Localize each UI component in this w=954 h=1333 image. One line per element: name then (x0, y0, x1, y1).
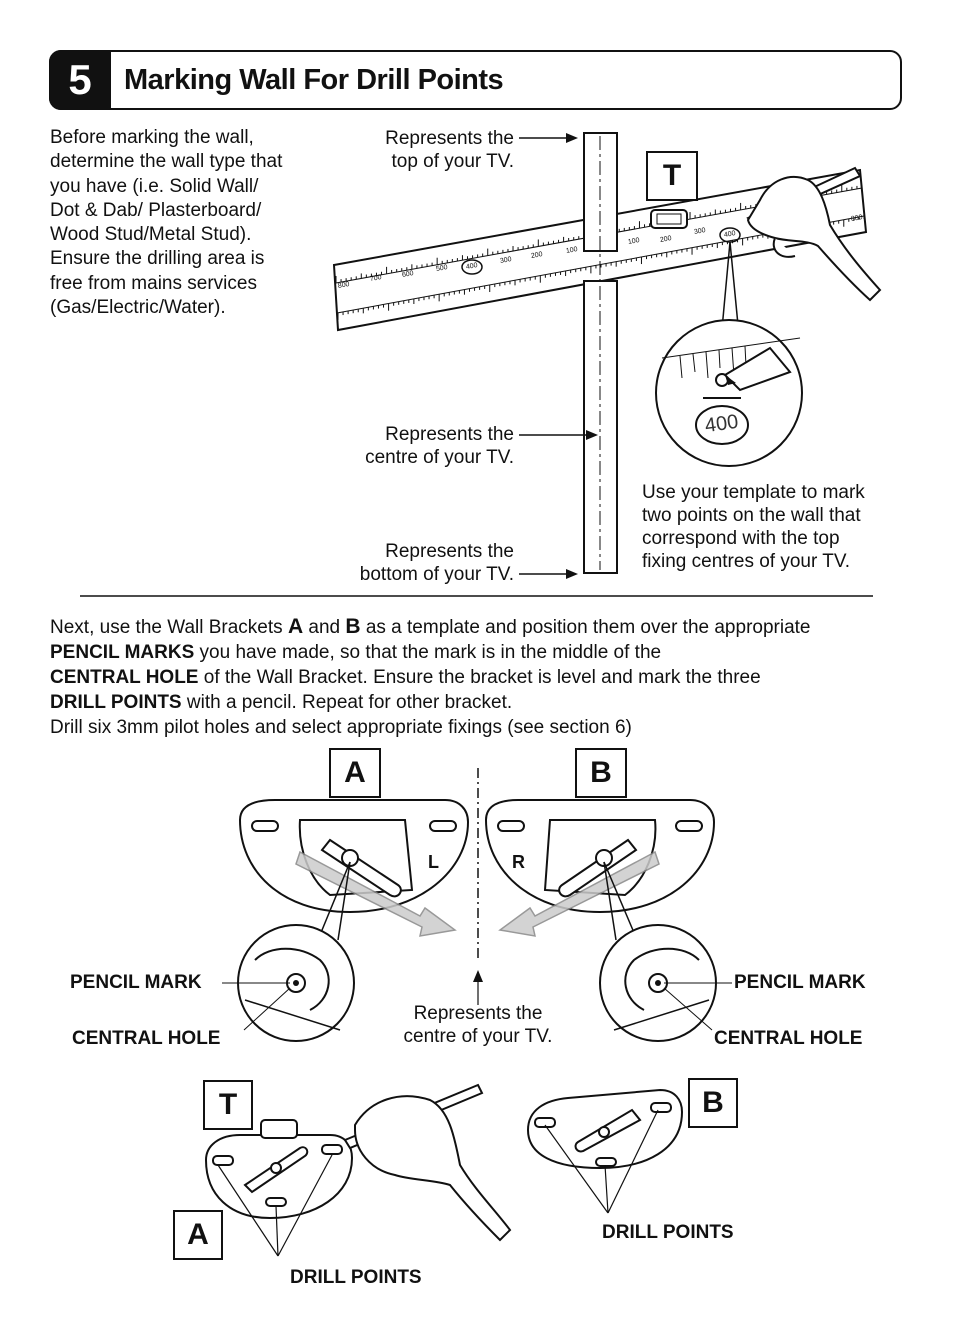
intro-line: Dot & Dab/ Plasterboard/ (50, 199, 262, 221)
label-line: centre of your TV. (403, 1026, 553, 1047)
page-title: Marking Wall For Drill Points (124, 64, 504, 96)
instr-text: Next, use the Wall Brackets (50, 617, 288, 638)
label-pencil-mark-left: PENCIL MARK (70, 972, 202, 993)
instr-text: and (303, 617, 346, 638)
vertical-strip (583, 132, 618, 574)
intro-line: Wood Stud/Metal Stud). (50, 224, 252, 246)
bracket-letter-l: L (428, 852, 439, 872)
box-a-bottom: A (173, 1210, 223, 1260)
instructions-paragraph: Next, use the Wall Brackets A and B as a… (50, 614, 930, 740)
label-drill-points-left: DRILL POINTS (290, 1267, 422, 1288)
intro-line: (Gas/Electric/Water). (50, 297, 226, 319)
label-drill-points-right: DRILL POINTS (602, 1222, 734, 1243)
bottom-bracket-a-icon (204, 1119, 354, 1220)
label-line: centre of your TV. (365, 447, 514, 468)
pencil-tip-icon (723, 346, 792, 392)
label-line: Represents the (385, 541, 514, 562)
label-line: Represents the (413, 1003, 543, 1024)
instr-bold: CENTRAL HOLE (50, 667, 199, 688)
note-line: correspond with the top (642, 528, 840, 549)
instr-line: Next, use the Wall Brackets A and B as a… (50, 614, 930, 640)
intro-paragraph: Before marking the wall, determine the w… (50, 126, 330, 320)
arrow-left (295, 850, 457, 937)
label-line: Represents the (385, 424, 514, 445)
box-a: A (329, 748, 381, 798)
label-bottom-tv: Represents the bottom of your TV. (330, 540, 514, 586)
arrow-right (498, 850, 660, 937)
label-central-hole-left: CENTRAL HOLE (72, 1028, 221, 1049)
box-b: B (575, 748, 627, 798)
intro-line: Ensure the drilling area is (50, 248, 265, 270)
bottom-hand-pencil-icon (343, 1083, 512, 1242)
template-note: Use your template to mark two points on … (642, 481, 922, 573)
label-top-tv: Represents the top of your TV. (330, 127, 514, 173)
instr-bold: A (287, 615, 304, 638)
instr-line: DRILL POINTS with a pencil. Repeat for o… (50, 690, 930, 715)
bracket-a-icon (238, 799, 470, 914)
label-centre-tv-bottom: Represents the centre of your TV. (378, 1002, 578, 1048)
intro-line: determine the wall type that (50, 151, 283, 173)
label-central-hole-right: CENTRAL HOLE (714, 1028, 863, 1049)
intro-line: free from mains services (50, 272, 257, 294)
intro-line: Before marking the wall, (50, 127, 254, 148)
box-t-top: T (646, 151, 698, 201)
label-pencil-mark-right: PENCIL MARK (734, 972, 866, 993)
instr-line: CENTRAL HOLE of the Wall Bracket. Ensure… (50, 665, 930, 690)
instr-text: with a pencil. Repeat for other bracket. (181, 692, 513, 713)
note-line: fixing centres of your TV. (642, 551, 851, 572)
instr-bold: B (345, 615, 361, 638)
instr-text: you have made, so that the mark is in th… (194, 642, 662, 663)
step-number: 5 (49, 50, 111, 110)
label-line: Represents the (385, 128, 514, 149)
instr-text: as a template and position them over the… (360, 617, 811, 638)
hand-pencil-icon (746, 166, 882, 302)
bottom-bracket-b-icon (526, 1088, 684, 1170)
instr-text: of the Wall Bracket. Ensure the bracket … (198, 667, 761, 688)
box-b-bottom: B (688, 1078, 738, 1128)
intro-line: you have (i.e. Solid Wall/ (50, 175, 259, 197)
instr-line: Drill six 3mm pilot holes and select app… (50, 717, 632, 738)
box-t-bottom: T (203, 1080, 253, 1130)
label-line: bottom of your TV. (359, 564, 514, 585)
bracket-letter-r: R (512, 852, 525, 872)
instr-line: PENCIL MARKS you have made, so that the … (50, 640, 930, 665)
bracket-b-icon (484, 799, 716, 914)
instr-bold: PENCIL MARKS (50, 642, 195, 663)
note-line: Use your template to mark (642, 482, 865, 503)
note-line: two points on the wall that (642, 505, 861, 526)
instr-bold: DRILL POINTS (50, 692, 182, 713)
label-line: top of your TV. (391, 151, 514, 172)
label-centre-tv: Represents the centre of your TV. (330, 423, 514, 469)
